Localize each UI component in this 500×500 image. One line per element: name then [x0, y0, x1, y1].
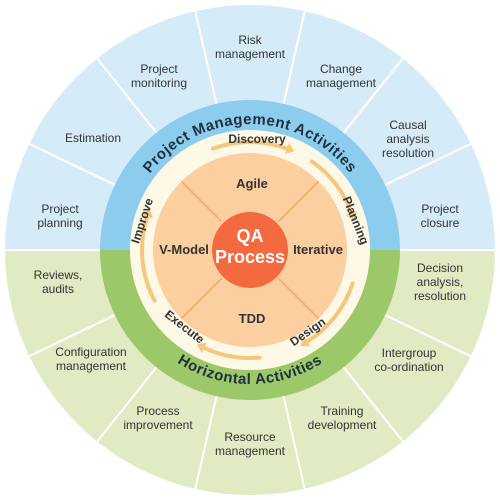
outer-divider: [96, 366, 158, 443]
qa-center: [212, 212, 288, 288]
project-management-band: [100, 100, 400, 250]
outer-divider: [194, 395, 218, 490]
method-iterative: Iterative: [293, 242, 343, 257]
qa-center-disc: [212, 212, 288, 288]
method-agile: Agile: [236, 176, 268, 191]
phase-discovery: Discovery: [228, 132, 286, 146]
method-tdd: TDD: [239, 311, 266, 326]
activity-ring: [100, 100, 400, 400]
horizontal-item-reviews-audits: Reviews,audits: [34, 268, 83, 296]
outer-divider: [28, 142, 116, 186]
cycle-arrow: [202, 345, 262, 360]
cycle-arrow: [309, 159, 354, 216]
cycle-arrowhead: [345, 211, 358, 221]
outer-divider: [194, 10, 218, 105]
cycle-arrow: [140, 214, 157, 303]
pm-item-estimation: Estimation: [65, 131, 121, 145]
cycle-arrow: [211, 140, 289, 151]
method-divider: [277, 277, 320, 320]
method-divider: [180, 180, 223, 223]
cycle-arrowhead: [284, 142, 295, 155]
method-divider: [180, 277, 223, 320]
outer-divider: [96, 57, 158, 134]
outer-divider: [282, 10, 306, 105]
cycle-arrow: [305, 281, 355, 344]
cycle-arrowhead: [141, 209, 153, 219]
outer-divider: [342, 366, 404, 443]
cycle-arrowhead: [300, 336, 311, 347]
method-v-model: V-Model: [159, 242, 209, 257]
center-subtitle: Process: [215, 247, 285, 267]
horizontal-band: [100, 250, 400, 400]
outer-divider: [28, 314, 116, 358]
cycle-arrowhead: [197, 342, 207, 354]
outer-divider: [282, 395, 306, 490]
method-divider: [277, 180, 320, 223]
outer-divider: [384, 314, 472, 358]
center-title: QA: [237, 226, 264, 246]
outer-divider: [342, 57, 404, 134]
outer-divider: [384, 142, 472, 186]
